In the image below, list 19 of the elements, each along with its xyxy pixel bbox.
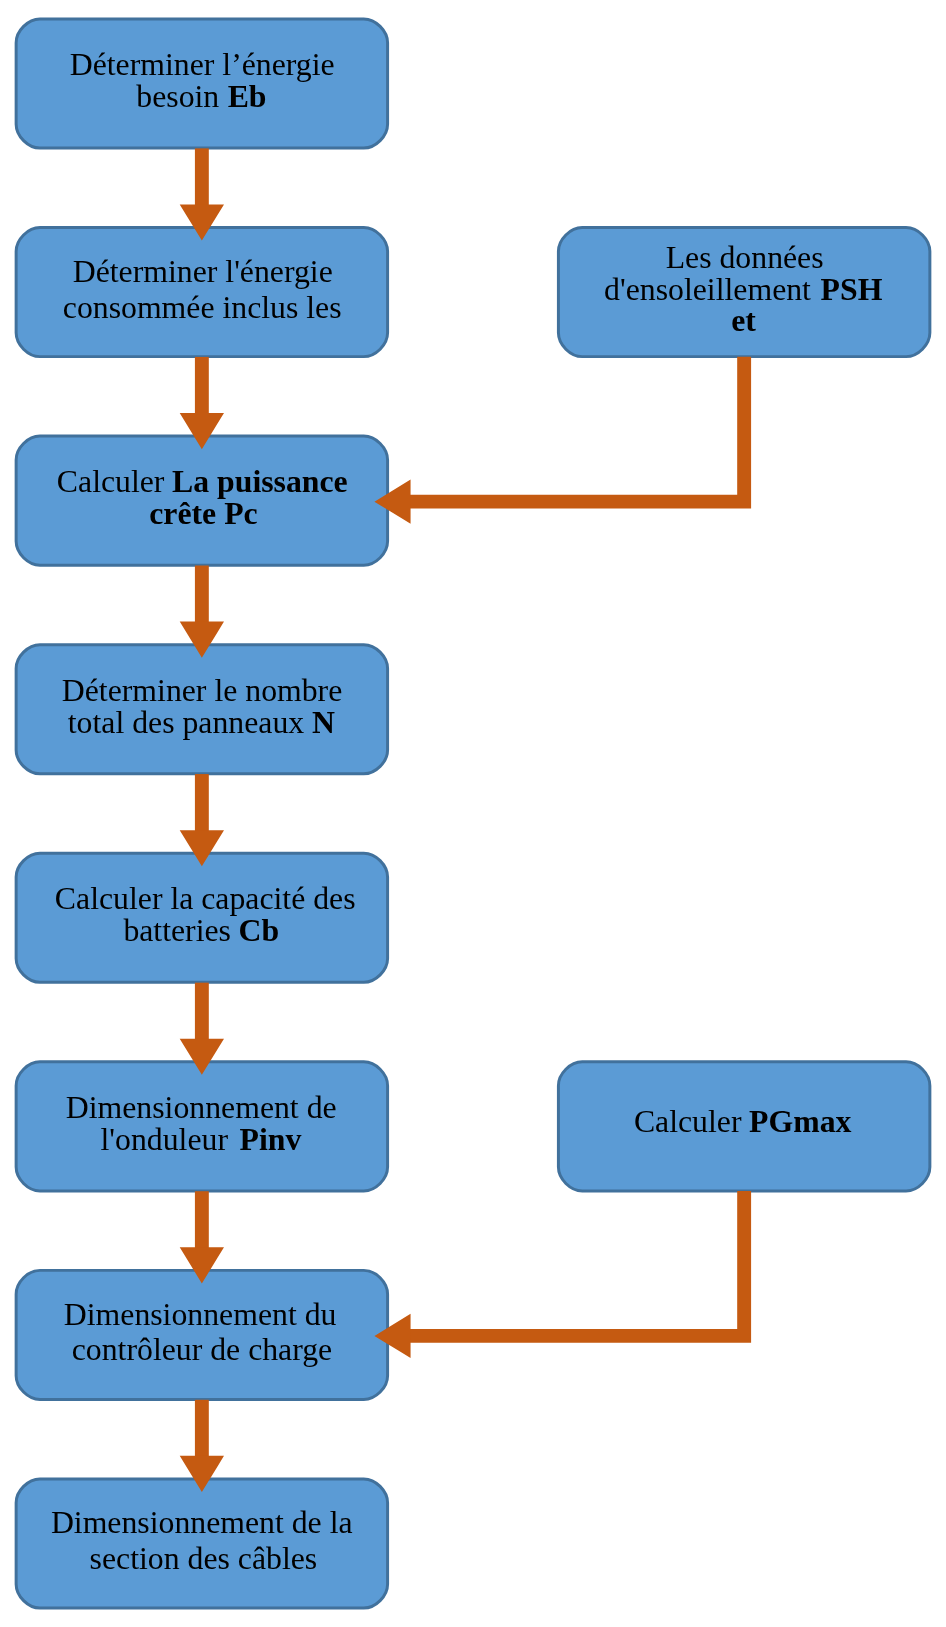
arrow <box>374 1190 752 1359</box>
arrow <box>179 565 224 658</box>
arrow <box>179 148 224 241</box>
arrow <box>179 982 224 1075</box>
node-box: Déterminer l’énergie besoin Eb <box>14 17 390 150</box>
node-box: Les données d'ensoleillement PSH et <box>556 226 932 359</box>
node-box: Déterminer le nombre total des panneaux N <box>14 643 390 776</box>
node-box: Calculer PGmax <box>556 1060 932 1193</box>
arrow <box>179 1191 224 1284</box>
node-box: Calculer La puissance crête Pc <box>14 434 390 567</box>
node-box: Calculer la capacité des batteries Cb <box>14 851 390 984</box>
arrow <box>179 774 224 867</box>
node-box: Dimensionnement de l'onduleur Pinv <box>14 1060 390 1193</box>
arrow <box>179 356 224 450</box>
arrow <box>374 356 752 524</box>
node-box: Déterminer l'énergie consommée inclus les <box>14 226 390 359</box>
node-box: Dimensionnement du contrôleur de charge <box>14 1268 390 1401</box>
node-box: Dimensionnement de la section des câbles <box>14 1477 390 1610</box>
arrow <box>179 1399 224 1492</box>
